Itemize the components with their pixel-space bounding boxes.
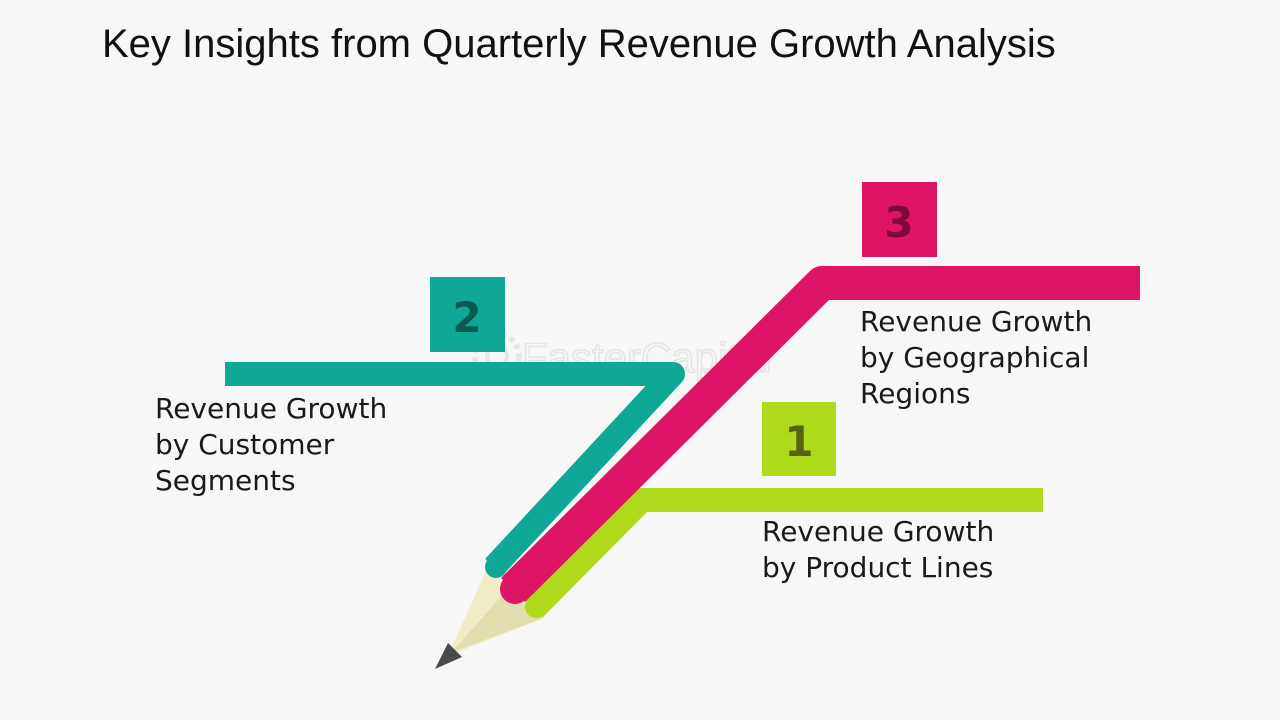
band-cap-teal (485, 556, 507, 578)
label-customer-segments-line-1: Revenue Growth (155, 392, 388, 425)
label-geographical-regions-line-2: by Geographical (860, 341, 1090, 374)
label-product-lines-line-1: Revenue Growth (762, 515, 995, 548)
badge-2-number: 2 (452, 293, 481, 342)
label-product-lines: Revenue Growth by Product Lines (762, 514, 994, 586)
badge-3: 3 (862, 182, 937, 257)
band-product-lines (525, 488, 1043, 618)
pencil-wood-shade (452, 592, 544, 652)
band-geographical-regions (501, 266, 1140, 603)
label-geographical-regions-line-1: Revenue Growth (860, 305, 1093, 338)
badge-1: 1 (762, 402, 836, 476)
label-customer-segments: Revenue Growth by Customer Segments (155, 391, 387, 499)
pencil-tip (435, 643, 462, 669)
badge-1-number: 1 (784, 417, 813, 466)
band-cap-lime (525, 596, 547, 618)
badge-3-number: 3 (884, 198, 913, 247)
label-product-lines-line-2: by Product Lines (762, 551, 994, 584)
label-customer-segments-line-3: Segments (155, 464, 296, 497)
badge-2: 2 (430, 277, 505, 352)
page-title: Key Insights from Quarterly Revenue Grow… (102, 22, 1056, 66)
band-cap-magenta (500, 574, 530, 604)
label-geographical-regions-line-3: Regions (860, 377, 971, 410)
label-geographical-regions: Revenue Growth by Geographical Regions (860, 304, 1092, 412)
label-customer-segments-line-2: by Customer (155, 428, 335, 461)
band-customer-segments (225, 362, 685, 576)
